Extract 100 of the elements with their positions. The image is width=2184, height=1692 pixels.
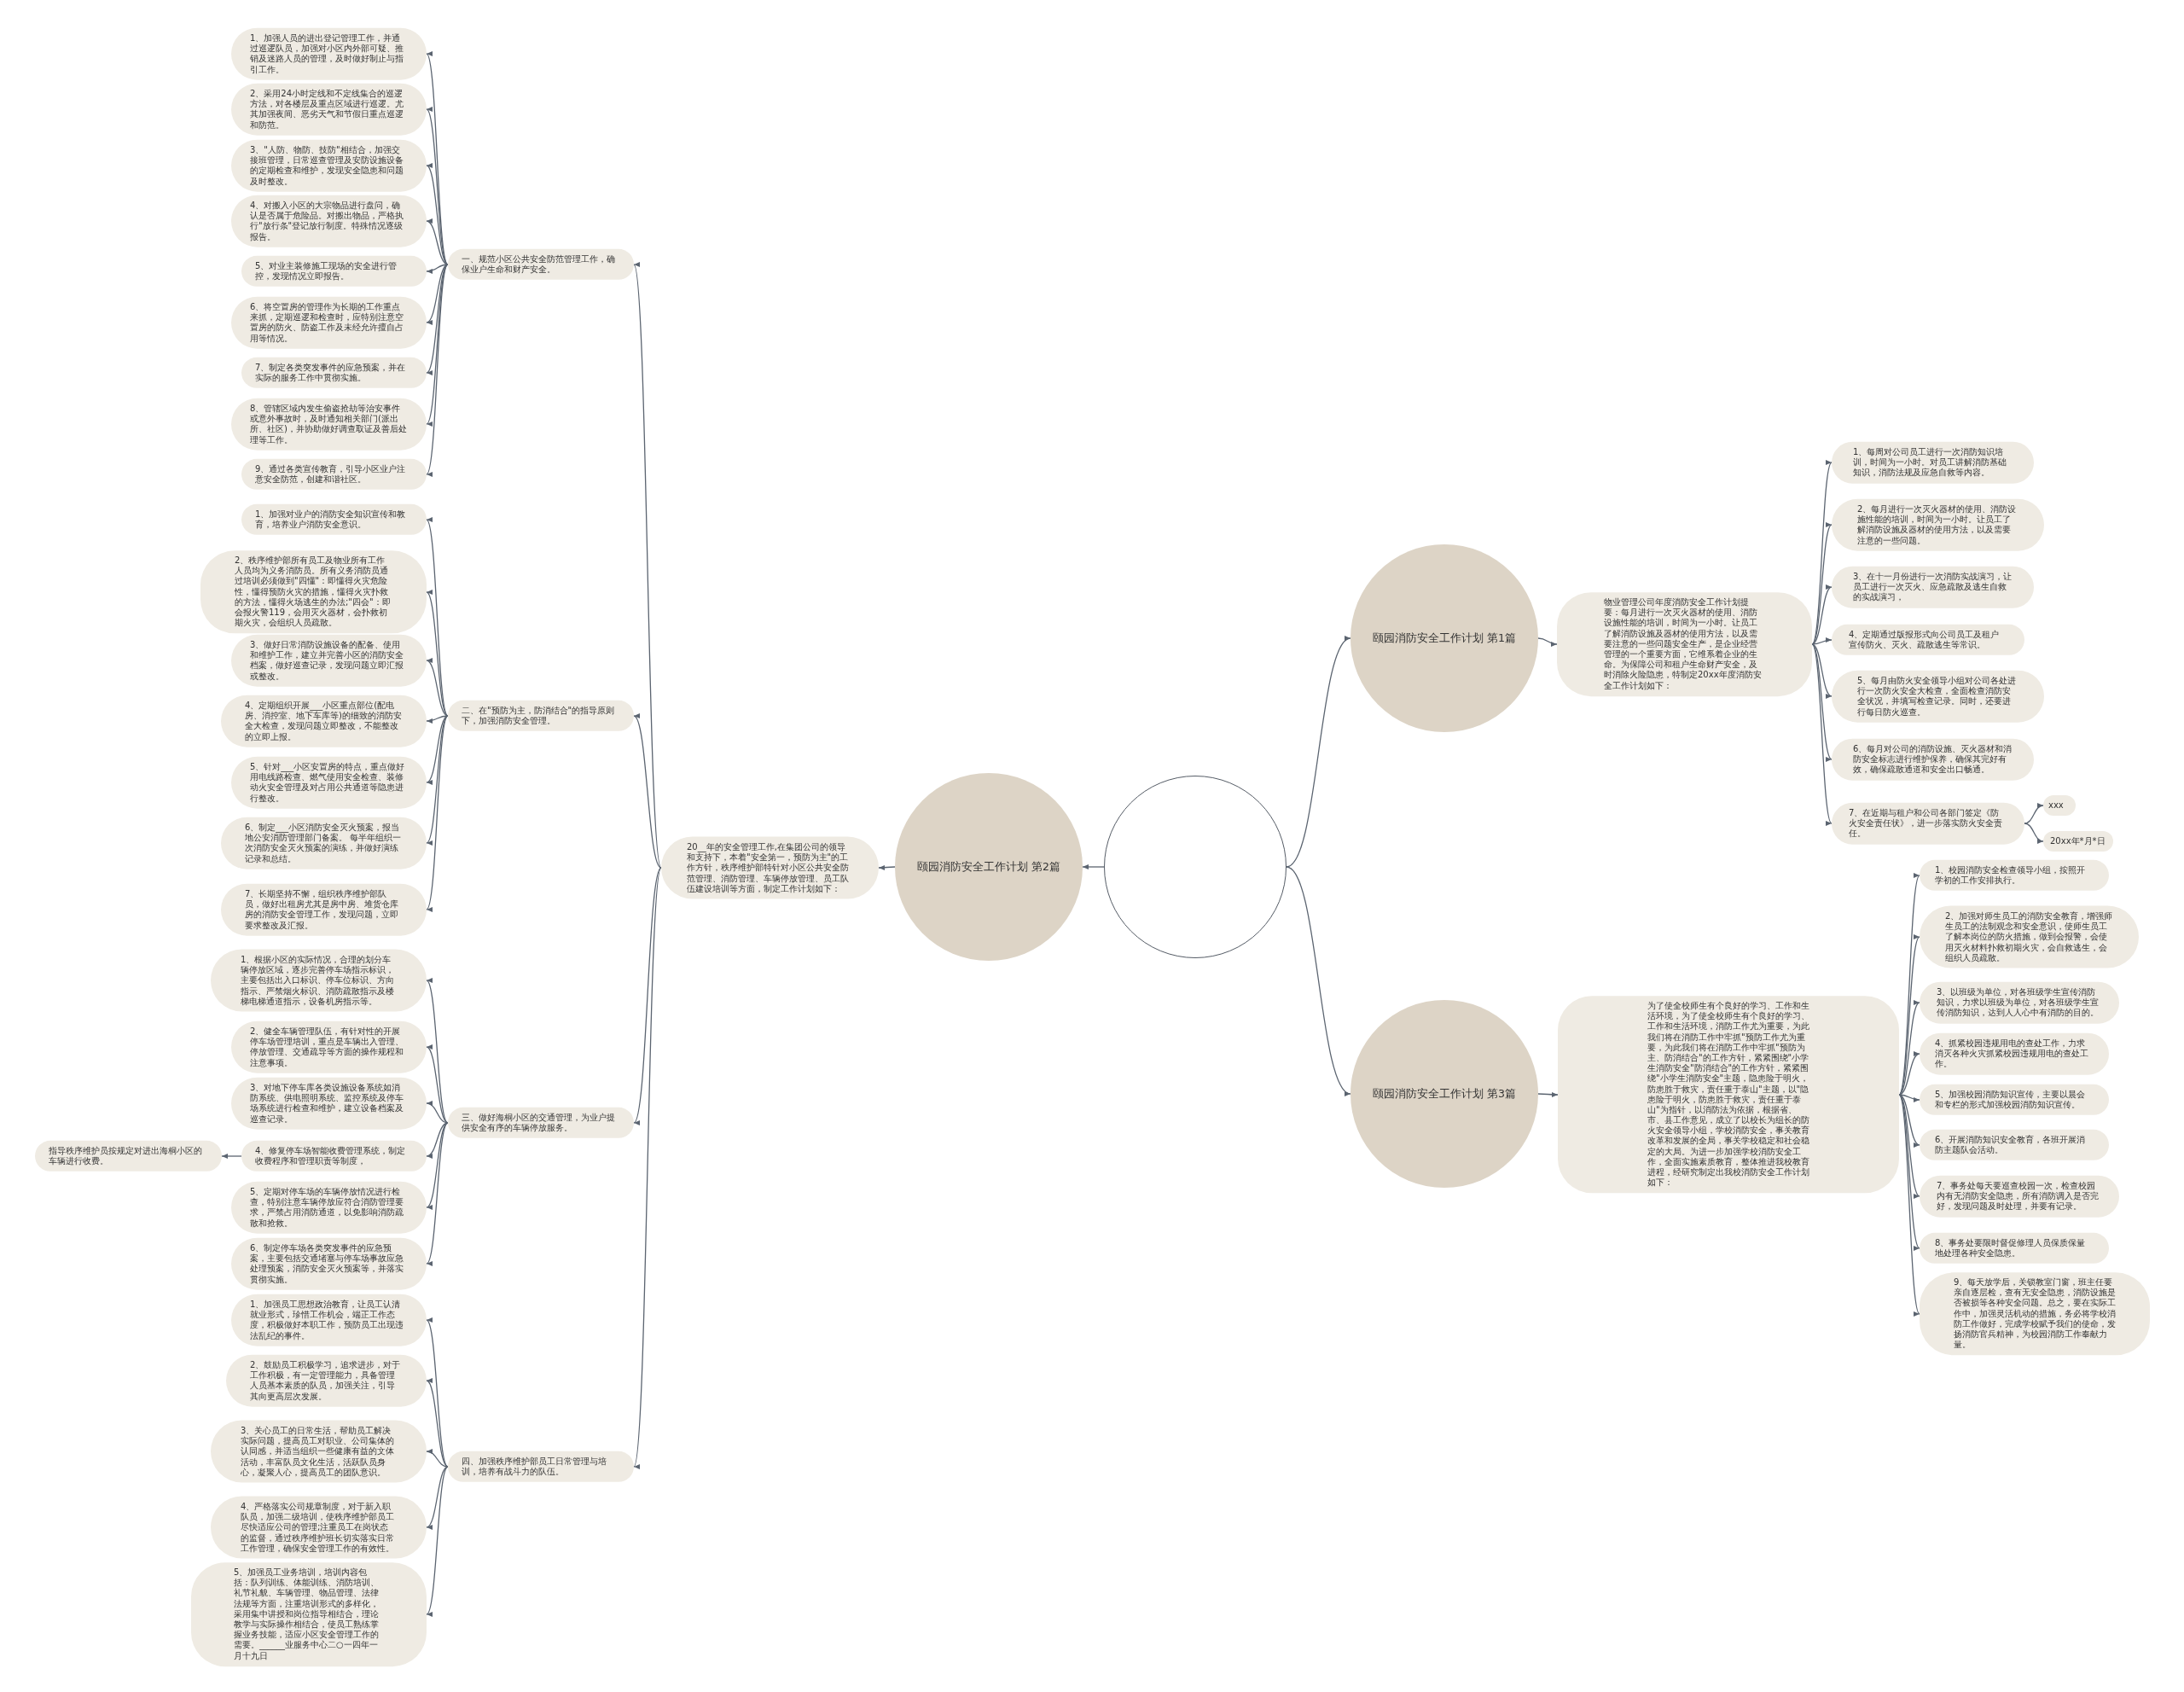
connector-arrow — [878, 864, 896, 870]
topic-pill: 2、鼓励员工积极学习，追求进步，对于工作积极，有一定管理能力，具备管理人员基本素质的队员，加强关注，引导其向更高层次发展。 — [226, 1354, 427, 1407]
connector-arrow — [1811, 643, 1833, 760]
connector-arrow — [1898, 1002, 1920, 1096]
connector-arrow — [426, 264, 449, 274]
connector-arrow — [1811, 637, 1833, 645]
topic-pill: 3、以班级为单位，对各班级学生宣传消防知识，力求以班级为单位，对各班级学生宣传消防知识，达到人人心中有消防的目的。 — [1920, 981, 2119, 1024]
connector-arrow — [2024, 804, 2044, 824]
connector-arrow — [426, 1449, 449, 1468]
connector-arrow — [1082, 864, 1105, 869]
topic-pill: 7、事务处每天要巡查校园一次，检查校园内有无消防安全隐患，所有消防调入是否完好，发现问题及时处理，并要有记录。 — [1920, 1175, 2119, 1218]
connector-arrow — [1537, 1091, 1559, 1097]
topic-pill: 9、每天放学后，关锁教室门窗，班主任要亲自逐层检，查有无安全隐患，消防设施是否被损等各种安全问题。总之，要在实际工作中，加强灵活机动的措施，务必将学校消防工作做好，完成学校赋予我们的使命，发扬消防官兵精神，为校园消防工作奉献力量。 — [1920, 1272, 2150, 1356]
topic-pill: 二、在"预防为主，防消结合"的指导原则下，加强消防安全管理。 — [448, 700, 634, 732]
topic-pill: 1、根据小区的实际情况，合理的划分车辆停放区域，逐步完善停车场指示标识，主要包括出入口标识、停车位标识、方向指示、严禁烟火标识、消防疏散指示及楼梯电梯通道指示，设备机房指示等。 — [211, 949, 427, 1012]
topic-pill: 4、修复停车场智能收费管理系统，制定收费程序和管理职责等制度， — [241, 1140, 427, 1172]
connector-arrow — [426, 1046, 449, 1124]
connector-arrow — [1811, 586, 1833, 645]
connector-arrow — [426, 980, 449, 1124]
connector-arrow — [426, 220, 449, 265]
connector-arrow — [1537, 637, 1558, 647]
topic-pill: 3、对地下停车库各类设施设备系统如消防系统、供电照明系统、监控系统及停车场系统进行检查和维护，建立设备档案及巡查记录。 — [231, 1077, 427, 1130]
topic-pill: 1、每周对公司员工进行一次消防知识培训，时间为一小时。对员工讲解消防基础知识，消防法规及应急自救等内容。 — [1832, 441, 2034, 484]
connector-arrow — [426, 1122, 449, 1158]
topic-pill: 一、规范小区公共安全防范管理工作，确保业户生命和财产安全。 — [448, 248, 634, 281]
connector-arrow — [426, 1466, 449, 1528]
topic-pill: 20__年的安全管理工作,在集团公司的领导和支持下，本着"安全第一，预防为主"的工作方针，秩序维护部特针对小区公共安全防范管理、消防管理、车辆停放管理、员工队伍建设培训等方面，制定工作计划如下： — [661, 836, 879, 899]
connector-arrow — [1898, 1094, 1920, 1146]
topic-pill: 6、开展消防知识安全教育，各班开展消防主题队会活动。 — [1920, 1129, 2109, 1161]
connector-arrow — [426, 108, 449, 265]
connector-arrow — [1811, 524, 1833, 645]
topic-pill: 1、加强对业户的消防安全知识宣传和教育，培养业户消防安全意识。 — [241, 503, 427, 536]
topic-pill: 1、加强人员的进出登记管理工作，并通过巡逻队员，加强对小区内外部可疑、推销及迷路人员的管理，及时做好制止与指引工作。 — [231, 27, 427, 80]
connector-arrow — [426, 1122, 449, 1265]
topic-pill: 20xx年*月*日 — [2043, 830, 2113, 852]
topic-pill: 5、每月由防火安全领导小组对公司各处进行一次防火安全大检查，全面检查消防安全状况，并填写检查记录。同时，还要进行每日防火巡查。 — [1832, 670, 2044, 723]
connector-arrow — [426, 1102, 449, 1124]
topic-pill: 8、管辖区域内发生偷盗抢劫等治安事件或意外事故时，及时通知相关部门(派出所、社区)，并协助做好调查取证及善后处理等工作。 — [231, 398, 427, 451]
connector-arrow — [426, 1319, 449, 1468]
topic-pill: 4、定期组织开展___小区重点部位(配电房、消控室、地下车库等)的细致的消防安全大检查，发现问题立即整改，不能整改的立即上报。 — [221, 695, 427, 747]
topic-pill: 4、抓紧校园违规用电的查处工作，力求消灭各种火灾抓紧校园违规用电的查处工作。 — [1920, 1032, 2109, 1075]
connector-arrow — [1811, 462, 1833, 645]
connector-arrow — [1811, 643, 1833, 824]
connector-arrow — [426, 1466, 449, 1615]
topic-pill: 5、加强校园消防知识宣传，主要以晨会和专栏的形式加强校园消防知识宣传。 — [1920, 1084, 2109, 1116]
topic-pill: 3、关心员工的日常生活，帮助员工解决实际问题，提高员工对职业、公司集体的认同感，并适当组织一些健康有益的文体活动，丰富队员文化生活，活跃队员身心，凝聚人心，提高员工的团队意识。 — [211, 1420, 427, 1483]
topic-pill: 5、针对___小区安置房的特点，重点做好用电线路检查、燃气使用安全检查、装修动火安全管理及对占用公共通道等隐患进行整改。 — [231, 756, 427, 809]
connector-arrow — [1811, 643, 1833, 697]
topic-pill: 8、事务处要限时督促修理人员保质保量地处理各种安全隐患。 — [1920, 1232, 2109, 1265]
topic-pill: 5、定期对停车场的车辆停放情况进行检查，特别注意车辆停放应符合消防管理要求，严禁占用消防通道，以免影响消防疏散和抢救。 — [231, 1181, 427, 1234]
topic-pill: 4、严格落实公司规章制度，对于新入职队员，加强二级培训，使秩序维护部员工尽快适应公司的管理;注重员工在岗状态的监督，通过秩序维护班长切实落实日常工作管理，确保安全管理工作的有效性。 — [211, 1496, 427, 1559]
topic-pill: 6、每月对公司的消防设施、灭火器材和消防安全标志进行维护保养，确保其完好有效，确保疏散通道和安全出口畅通。 — [1832, 738, 2034, 781]
connector-arrow — [1898, 1094, 1920, 1315]
topic-pill: 四、加强秩序维护部员工日常管理与培训，培养有战斗力的队伍。 — [448, 1451, 634, 1483]
connector-arrow — [1898, 1094, 1920, 1197]
connector-arrow — [1286, 637, 1351, 868]
topic-pill: 指导秩序维护员按规定对进出海桐小区的车辆进行收费。 — [35, 1140, 222, 1172]
topic-pill: xxx — [2043, 794, 2076, 817]
topic-pill: 2、每月进行一次灭火器材的使用、消防设施性能的培训，时间为一小时。让员工了解消防设施及器材的使用方法，以及需要注意的一些问题。 — [1832, 498, 2044, 551]
topic-pill: 1、加强员工思想政治教育，让员工认清就业形式，珍惜工作机会，端正工作态度，积极做好本职工作，预防员工出现违法乱纪的事件。 — [231, 1294, 427, 1346]
topic-pill: 2、健全车辆管理队伍，有针对性的开展停车场管理培训，重点是车辆出入管理、停放管理、交通疏导等方面的操作规程和注意事项。 — [231, 1020, 427, 1073]
connector-arrow — [1898, 1053, 1920, 1096]
topic-pill: 2、采用24小时定线和不定线集合的巡逻方法，对各楼层及重点区域进行巡逻。尤其加强夜间、恶劣天气和节假日重点巡逻和防范。 — [231, 83, 427, 136]
connector-arrow — [2024, 823, 2044, 843]
topic-pill: 7、在近期与租户和公司各部门签定《防火安全责任状》，进一步落实防火安全责任。 — [1832, 802, 2024, 845]
topic-pill: 6、将空置房的管理作为长期的工作重点来抓，定期巡逻和检查时，应特别注意空置房的防火、防盗工作及未经允许擅自占用等情况。 — [231, 296, 427, 349]
topic-pill: 2、加强对师生员工的消防安全教育，增强师生员工的法制观念和安全意识，使师生员工了解本岗位的防火措施，做到会报警，会使用灭火材料扑救初期火灾，会自救逃生，会组织人员疏散。 — [1920, 905, 2139, 968]
topic-pill: 7、长期坚持不懈，组织秩序维护部队员，做好出租房尤其是房中房、堆货仓库房的消防安全管理工作，发现问题，立即要求整改及汇报。 — [221, 883, 427, 936]
topic-pill: 5、加强员工业务培训，培训内容包括：队列训练、体能训练、消防培训、礼节礼貌、车辆管理、物品管理、法律法规等方面，注重培训形式的多样化，采用集中讲授和岗位指导相结合，理论教学与实际操作相结合，使员工熟练掌握业务技能，适应小区安全管理工作的需要。______业服务中心二○一四年一月十九日 — [191, 1562, 427, 1666]
topic-pill: 5、对业主装修施工现场的安全进行管控，发现情况立即报告。 — [241, 255, 427, 288]
topic-pill: 3、做好日常消防设施设备的配备、使用和维护工作，建立并完善小区的消防安全档案，做好巡查记录，发现问题立即汇报或整改。 — [231, 634, 427, 687]
topic-pill: 3、在十一月份进行一次消防实战演习，让员工进行一次灭火、应急疏散及逃生自救的实战演习， — [1832, 566, 2034, 608]
topic-pill: 物业管理公司年度消防安全工作计划提要：每月进行一次灭火器材的使用、消防设施性能的培训，时间为一小时。让员工了解消防设施及器材的使用方法，以及需要注意的一些问题安全生产，是企业经营管理的一个重要方面，它维系着企业的生命。为保障公司和租户生命财产安全，及时消除火险隐患，特制定20xx年度消防安全工作计划如下： — [1557, 592, 1812, 696]
topic-pill: 1、校园消防安全检查领导小组，按照开学初的工作安排执行。 — [1920, 859, 2109, 892]
topic-pill: 三、做好海桐小区的交通管理，为业户提供安全有序的车辆停放服务。 — [448, 1107, 634, 1139]
topic-pill: 2、秩序维护部所有员工及物业所有工作人员均为义务消防员。所有义务消防员通过培训必须做到"四懂"：即懂得火灾危险性，懂得预防火灾的措施，懂得火灾扑救的方法，懂得火场逃生的办法;"四会"：即会报火警119，会用灭火器材，会扑救初期火灾，会组织人员疏散。 — [200, 550, 427, 634]
connector-arrow — [1898, 936, 1920, 1096]
connector-arrow — [633, 715, 662, 869]
connector-arrow — [633, 867, 662, 1124]
topic-pill: 4、对搬入小区的大宗物品进行盘问，确认是否属于危险品。对搬出物品，严格执行"放行条"登记放行制度。特殊情况逐级报告。 — [231, 195, 427, 247]
connector-arrow — [426, 660, 449, 717]
connector-arrow — [221, 1154, 242, 1159]
connector-arrow — [426, 715, 449, 844]
topic-pill: 为了使全校师生有个良好的学习、工作和生活环境，为了使全校师生有个良好的学习、工作和生活环境，消防工作尤为重要，为此我们将在消防工作中牢抓"预防工作尤为重要，为此我们将在消防工作中牢抓"预防为主、防消结合"的工作方针，紧紧围绕"小学生消防安全"防消结合"的工作方针，紧紧围绕"小学生消防安全"主题，隐患险于明火，防患胜于救灾，责任重于泰山"主题，以"隐患险于明火，防患胜于救灾，责任重于泰山"为指针，以消防法为依据，根据省、市、县工作意见，成立了以校长为组长的防火安全领导小组，学校消防安全，事关教育改革和发展的全局，事关学校稳定和社会稳定的大局。为进一步加强学校消防安全工作，全面实施素质教育，整体推进我校教育进程，经研究制定出我校消防安全工作计划如下： — [1558, 996, 1899, 1194]
connector-arrow — [1286, 866, 1351, 1095]
topic-pill: 6、制定___小区消防安全灭火预案，报当地公安消防管理部门备案。 每半年组织一次消防安全灭火预案的演练，并做好演练记录和总结。 — [221, 817, 427, 869]
connector-arrow — [1898, 1094, 1920, 1249]
connector-arrow — [426, 715, 449, 910]
connector-arrow — [426, 591, 449, 717]
connector-arrow — [1898, 875, 1920, 1096]
connector-arrow — [426, 715, 449, 783]
topic-pill: 4、定期通过版报形式向公司员工及租户宣传防火、灭火、疏散逃生等常识。 — [1832, 624, 2024, 656]
connector-arrow — [632, 264, 662, 869]
topic-pill: 6、制定停车场各类突发事件的应急预案，主要包括交通堵塞与停车场事故应急处理预案，消防安全灭火预案等，并落实贯彻实施。 — [231, 1237, 427, 1290]
connector-arrow — [426, 165, 449, 265]
topic-pill: 3、"人防、物防、技防"相结合，加强交接班管理，日常巡查管理及安防设施设备的定期检查和维护，发现安全隐患和问题及时整改。 — [231, 139, 427, 192]
connector-arrow — [632, 867, 662, 1468]
topic-pill: 9、通过各类宣传教育，引导小区业户注意安全防范，创建和谐社区。 — [241, 458, 427, 491]
connector-arrow — [426, 1380, 449, 1468]
connector-arrow — [426, 264, 449, 475]
